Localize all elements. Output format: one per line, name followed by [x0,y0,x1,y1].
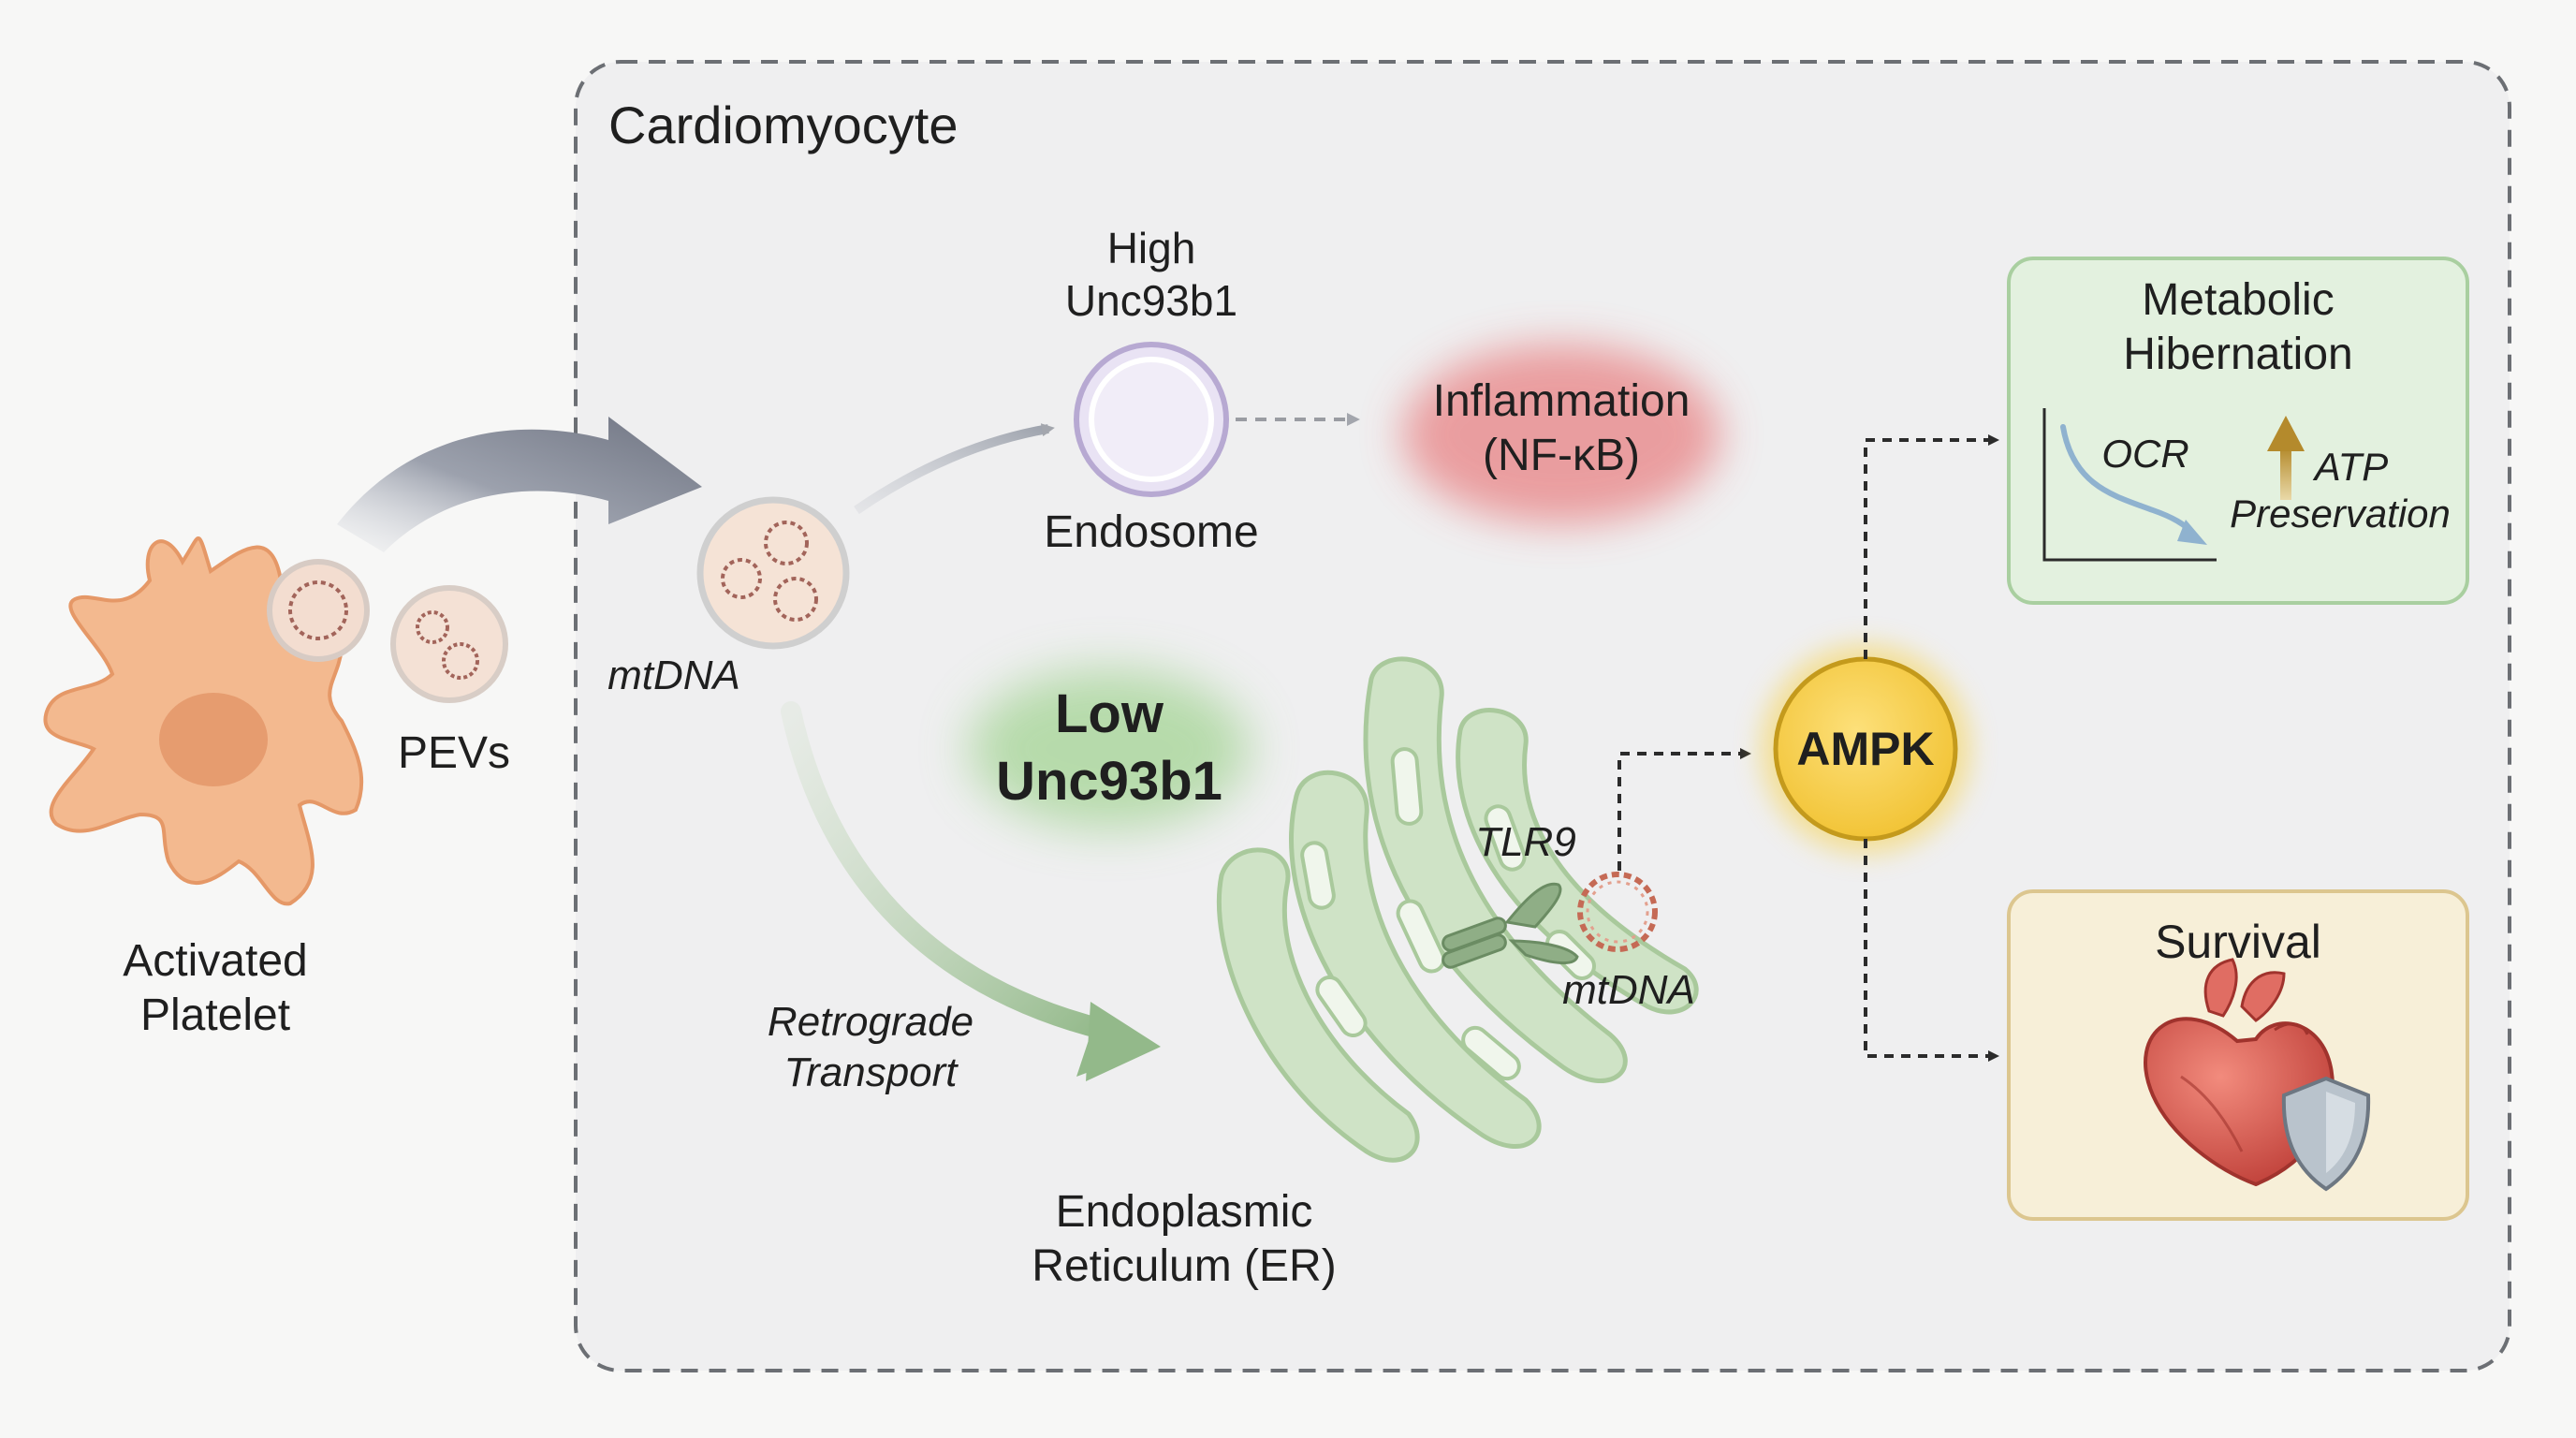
ocr-label: OCR [2101,432,2189,476]
retrograde-line2: Transport [783,1049,958,1095]
low-unc93b1-line1: Low [1055,683,1164,744]
er-label-line1: Endoplasmic [1055,1187,1313,1237]
platelet-label-line2: Platelet [139,990,291,1040]
endosome-top-line2: Unc93b1 [1064,276,1238,325]
compartment-title: Cardiomyocyte [608,95,959,154]
vesicle-mtdna-label: mtDNA [607,653,740,698]
atp-up-arrow-icon [2267,416,2305,500]
mtdna-vesicle-icon [696,496,850,650]
shield-icon [2281,1076,2371,1192]
low-unc93b1-line2: Unc93b1 [996,751,1222,812]
atp-label-line1: ATP [2314,445,2389,489]
pev-vesicle-icon [267,559,370,662]
low-unc93b1-glow [969,669,1250,829]
endosome-label: Endosome [1044,507,1259,557]
endosome-top-line1: High [1106,224,1196,272]
hibernation-box [2007,257,2469,605]
er-organelle-icon [1216,656,1699,1163]
retrograde-line1: Retrograde [767,999,974,1045]
atp-label-line2: Preservation [2230,492,2451,536]
pevs-label: PEVs [397,728,511,778]
platelet-label-line1: Activated [123,936,308,986]
tlr9-to-ampk-arrow [1617,748,1751,871]
hibernation-title-line1: Metabolic [2142,275,2334,325]
ampk-to-hibernation-arrow [1864,434,1999,659]
hibernation-title-line2: Hibernation [2123,330,2353,379]
er-label-line2: Reticulum (ER) [1032,1241,1337,1291]
inflammation-line2: (NF-κB) [1483,431,1640,480]
ampk-node [1761,644,1970,854]
uptake-arrow [337,417,702,552]
heart-icon [2144,958,2334,1187]
endosome-icon [1074,342,1229,497]
survival-title: Survival [2155,916,2321,968]
ampk-to-survival-arrow [1864,839,1999,1062]
pev-vesicle-icon [390,585,508,703]
inflammation-line1: Inflammation [1432,376,1690,426]
mtdna-ring-icon [1577,872,1658,952]
inflammation-cloud [1402,345,1720,524]
ampk-label: AMPK [1796,723,1935,775]
tlr9-mtdna-label: mtDNA [1562,967,1695,1013]
endosome-path-arrow [854,423,1055,515]
ocr-decline-chart-icon [2042,408,2217,562]
retrograde-transport-arrow [781,701,1161,1081]
tlr9-receptor-icon [1442,882,1579,969]
tlr9-label: TLR9 [1475,819,1576,865]
